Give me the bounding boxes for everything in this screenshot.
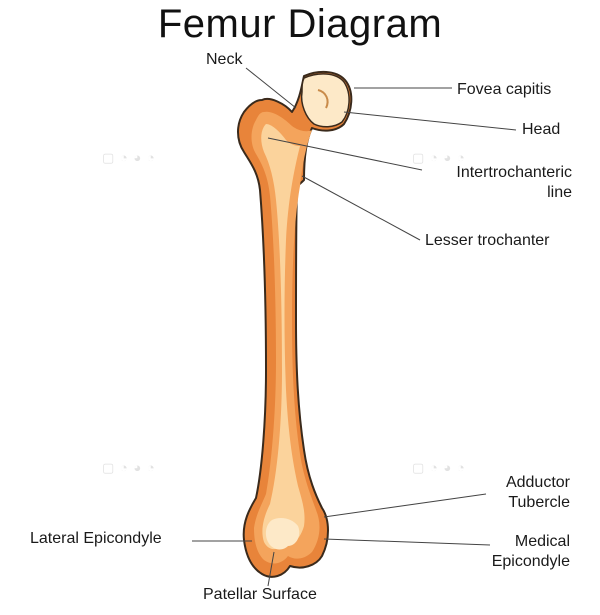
fovea-mark [317, 89, 329, 109]
label-lateral-epicondyle: Lateral Epicondyle [30, 530, 162, 547]
label-intertrochanteric-line-2: line [547, 184, 572, 201]
watermark-logo: ▢ ◔ ◕ ◔ [412, 150, 466, 165]
leader-adductor [323, 493, 487, 518]
label-adductor-tubercle-2: Tubercle [508, 494, 570, 511]
watermark-logo: ▢ ◔ ◕ ◔ [412, 460, 466, 475]
label-medical-epicondyle-2: Epicondyle [491, 553, 570, 570]
condyle-highlight [265, 518, 300, 550]
femur-bone [237, 70, 353, 578]
label-adductor-tubercle: Adductor Tubercle [470, 473, 570, 513]
label-neck: Neck [206, 51, 243, 68]
label-intertrochanteric-line-1: Intertrochanteric [456, 164, 572, 181]
femur-shading [251, 111, 320, 564]
watermark-logo: ▢ ◔ ◕ ◔ [102, 150, 156, 165]
leader-lines [192, 67, 517, 587]
label-adductor-tubercle-1: Adductor [505, 474, 570, 491]
label-head: Head [522, 121, 561, 138]
leader-lesser-trochanter [301, 175, 421, 241]
leader-patellar [267, 551, 275, 587]
leader-intertrochanteric [267, 137, 423, 171]
femur-highlight [261, 124, 305, 550]
label-medical-epicondyle: Medical Epicondyle [470, 532, 570, 572]
watermark-logo: ▢ ◔ ◕ ◔ [102, 460, 156, 475]
leader-head [343, 111, 517, 131]
label-fovea-capitis: Fovea capitis [457, 81, 552, 98]
label-patellar-surface: Patellar Surface [203, 586, 317, 603]
label-intertrochanteric-line: Intertrochanteric line [426, 163, 572, 203]
femur-head [300, 73, 350, 128]
diagram-title: Femur Diagram [157, 2, 443, 46]
leader-medical [323, 538, 491, 546]
leader-neck [245, 67, 297, 109]
label-medical-epicondyle-1: Medical [514, 533, 570, 550]
label-lesser-trochanter: Lesser trochanter [425, 232, 550, 249]
